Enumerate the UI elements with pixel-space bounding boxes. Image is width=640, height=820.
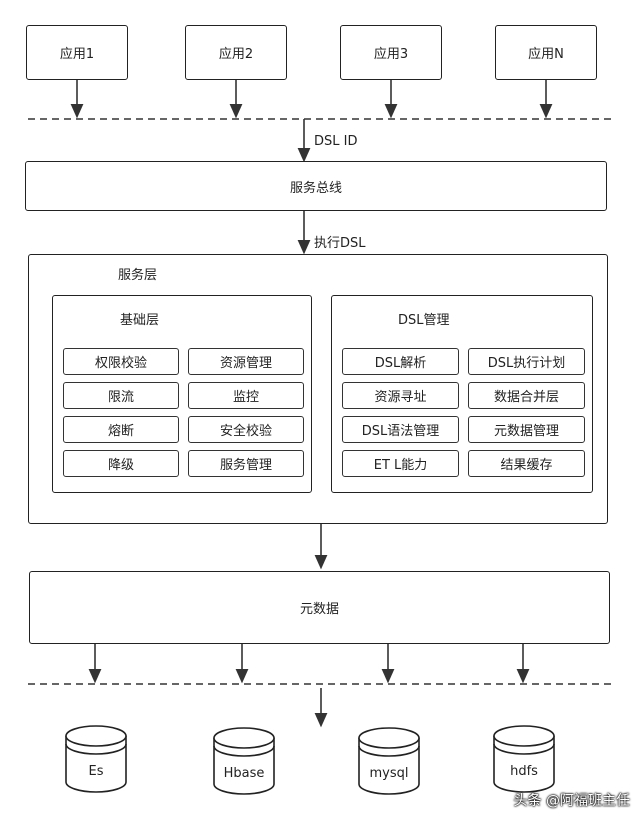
dsl-item-label: DSL执行计划 [487,356,566,371]
datastore-label: Es [88,764,104,779]
base-item-rate-limit: 限流 [63,382,179,409]
database-cylinder-icon [358,727,420,795]
base-item-monitoring: 监控 [188,382,304,409]
dsl-item-label: DSL语法管理 [361,424,440,439]
base-item-security-check: 安全校验 [188,416,304,443]
exec-dsl-label: 执行DSL [314,236,366,251]
dsl-item-label: 结果缓存 [500,458,553,473]
dsl-item-metadata-mgmt: 元数据管理 [468,416,585,443]
dsl-id-label: DSL ID [314,134,358,149]
datastore-mysql: mysql [357,726,421,796]
base-item-label: 服务管理 [219,458,272,473]
base-layer-title: 基础层 [120,313,160,328]
base-item-label: 降级 [107,458,134,473]
service-layer-title: 服务层 [118,268,158,283]
dsl-item-label: DSL解析 [374,356,427,371]
app-label: 应用N [528,47,564,62]
watermark: 头条 @阿福班主任 [513,793,630,809]
dsl-item-label: ET L能力 [373,458,428,473]
base-item-label: 安全校验 [219,424,272,439]
dsl-item-exec-plan: DSL执行计划 [468,348,585,375]
base-item-permission-check: 权限校验 [63,348,179,375]
app-label: 应用3 [373,47,409,62]
base-item-label: 资源管理 [219,356,272,371]
dsl-item-label: 资源寻址 [374,390,427,405]
metadata-box: 元数据 [29,571,610,644]
app-label: 应用1 [59,47,95,62]
dsl-mgmt-title: DSL管理 [398,313,450,328]
datastore-hbase: Hbase [212,726,276,796]
base-item-resource-mgmt: 资源管理 [188,348,304,375]
base-item-label: 熔断 [107,424,134,439]
base-item-label: 监控 [232,390,259,405]
database-cylinder-icon [493,725,555,793]
metadata-label: 元数据 [299,602,339,617]
dsl-item-parse: DSL解析 [342,348,459,375]
app-box-n: 应用N [495,25,597,80]
dsl-item-result-cache: 结果缓存 [468,450,585,477]
database-cylinder-icon [213,727,275,795]
base-item-label: 权限校验 [94,356,147,371]
datastore-label: hdfs [510,764,538,779]
app-box-2: 应用2 [185,25,287,80]
database-cylinder-icon [65,725,127,793]
datastore-label: Hbase [223,766,265,781]
base-item-label: 限流 [107,390,134,405]
dsl-item-data-merge: 数据合并层 [468,382,585,409]
base-item-degradation: 降级 [63,450,179,477]
base-item-circuit-breaker: 熔断 [63,416,179,443]
app-box-3: 应用3 [340,25,442,80]
service-bus-box: 服务总线 [25,161,607,211]
app-box-1: 应用1 [26,25,128,80]
dsl-item-label: 元数据管理 [493,424,559,439]
dsl-item-label: 数据合并层 [493,390,559,405]
service-bus-label: 服务总线 [289,180,342,196]
datastore-es: Es [64,724,128,794]
dsl-item-syntax-mgmt: DSL语法管理 [342,416,459,443]
app-label: 应用2 [218,47,254,62]
datastore-hdfs: hdfs [492,724,556,794]
datastore-label: mysql [369,766,409,781]
base-item-service-mgmt: 服务管理 [188,450,304,477]
dsl-item-etl: ET L能力 [342,450,459,477]
dsl-item-resource-addressing: 资源寻址 [342,382,459,409]
